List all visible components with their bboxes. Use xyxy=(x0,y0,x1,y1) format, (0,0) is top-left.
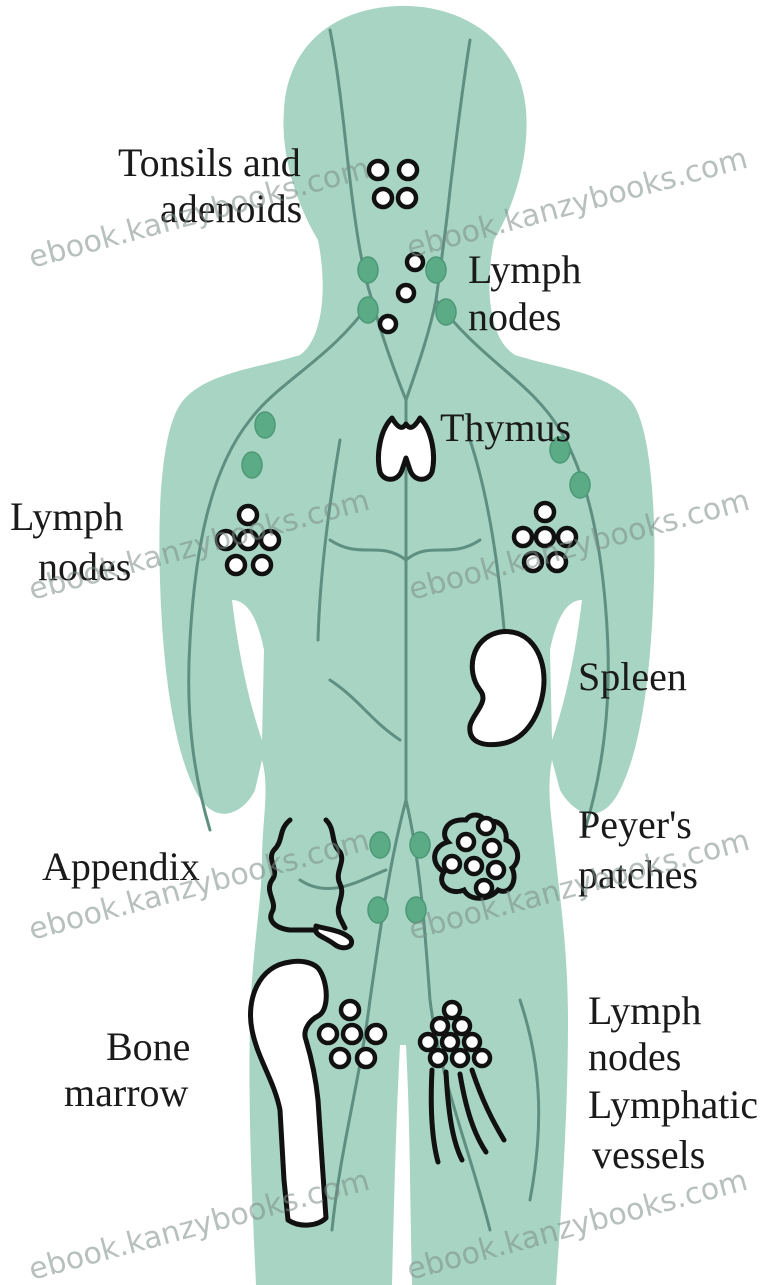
label-peyers-line1: Peyer's xyxy=(578,802,692,847)
label-vessels-line2: vessels xyxy=(592,1132,705,1177)
label-spleen: Spleen xyxy=(578,654,687,699)
label-lymph-nodes-groin-line1: Lymph xyxy=(588,988,701,1033)
label-lymph-nodes-neck-line1: Lymph xyxy=(468,247,581,292)
label-lymph-nodes-arm-line1: Lymph xyxy=(10,494,123,539)
label-bone-line2: marrow xyxy=(64,1070,189,1115)
label-lymph-nodes-neck-line2: nodes xyxy=(468,294,561,339)
label-lymph-nodes-groin-line2: nodes xyxy=(588,1034,681,1079)
label-vessels-line1: Lymphatic xyxy=(588,1082,758,1127)
label-bone-line1: Bone xyxy=(106,1024,190,1069)
label-thymus: Thymus xyxy=(440,405,571,450)
